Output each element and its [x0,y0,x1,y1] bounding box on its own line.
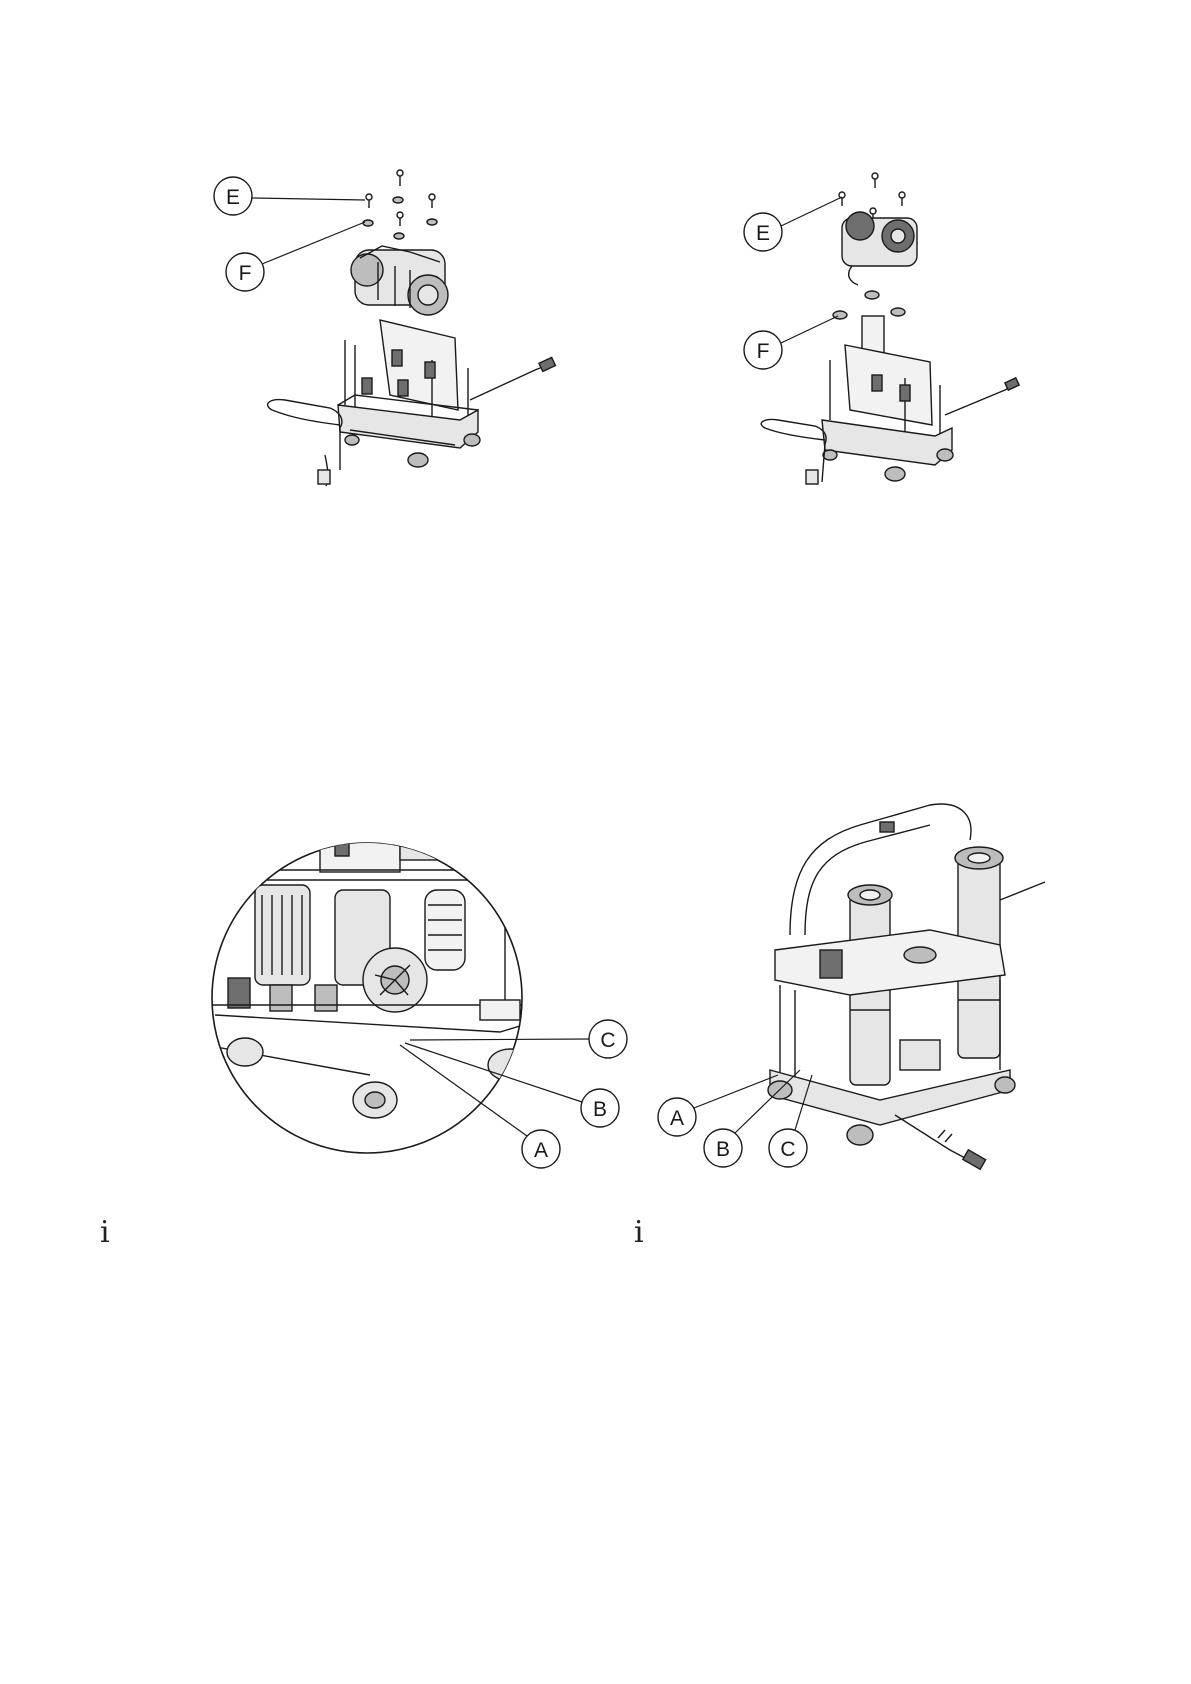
power-cable [470,366,545,400]
callout-label-F-fig1: F [239,262,252,285]
figure-assembled-unit [768,804,1045,1169]
callout-label-C-fig3: C [600,1029,615,1052]
chassis-base [338,320,480,467]
info-icon-left: i [100,1218,110,1248]
callout-label-A-fig4: A [670,1107,684,1130]
callout-label-C-fig4: C [780,1138,795,1161]
callout-B-fig4 [704,1070,800,1167]
callout-label-B-fig4: B [716,1138,730,1161]
callout-C-fig4 [769,1075,812,1167]
callout-label-A-fig3: A [534,1139,548,1162]
callout-A-fig4 [658,1075,778,1136]
callout-B-fig3 [405,1043,619,1127]
tube-handle [268,400,342,478]
callout-F-fig1 [226,222,365,291]
info-icon-right-glyph: i [634,1215,644,1250]
figure-detail-magnified [205,812,560,1153]
callout-label-E-fig2: E [756,222,770,245]
figure-compressor-exploded-right [761,173,1019,484]
compressor-motor [351,246,448,315]
callout-E-fig1 [214,177,365,215]
callout-C-fig3 [410,1020,627,1058]
callout-A-fig3 [400,1045,560,1168]
callout-label-F-fig2: F [757,340,770,363]
screw-set [363,170,437,239]
compressor-twin-head [842,212,917,285]
info-icon-right: i [634,1218,644,1248]
callout-label-B-fig3: B [593,1098,607,1121]
callout-E-fig2 [744,197,842,251]
callout-label-E-fig1: E [226,186,240,209]
info-icon-left-glyph: i [100,1215,110,1250]
callout-F-fig2 [744,316,838,369]
